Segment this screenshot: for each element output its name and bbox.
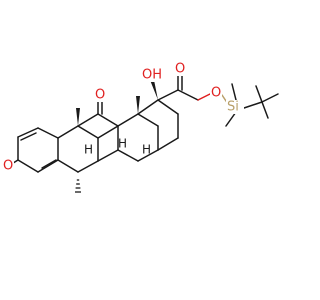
ring-d [117, 99, 179, 162]
label-bg [174, 62, 186, 76]
label-bg [94, 88, 106, 102]
bond [37, 127, 59, 139]
bond [157, 137, 179, 151]
ketone-oxygen-11: O [95, 88, 105, 103]
bond [37, 159, 59, 173]
bond [57, 125, 79, 139]
ring-b [57, 125, 99, 173]
bond [77, 160, 99, 173]
ketone-oxygen-3: O [3, 159, 13, 174]
stereo-h-8: H [118, 137, 127, 151]
bond [117, 149, 139, 162]
ring-a [17, 127, 59, 173]
bond [137, 113, 159, 127]
methyl-13-wedge [136, 96, 140, 114]
bond [157, 99, 179, 115]
bond [177, 89, 199, 101]
molecule-structure: O O O O OH Si H H H [2, 62, 279, 193]
bond [77, 125, 99, 139]
ring-c [77, 113, 119, 162]
bond-double [41, 159, 57, 169]
bond [261, 101, 269, 119]
label-bg [141, 68, 161, 82]
stereo-h-9: H [84, 143, 93, 157]
bond [225, 111, 237, 127]
bond-double [20, 132, 37, 141]
hydroxyl-label: OH [142, 68, 162, 83]
bond [97, 125, 119, 139]
label-bg [210, 86, 222, 100]
bond [17, 127, 39, 138]
bond [243, 101, 263, 109]
bond [77, 113, 99, 127]
bond [261, 93, 279, 103]
bond [97, 113, 119, 127]
label-bg [2, 158, 14, 172]
atom-labels: O O O O OH Si H H H [2, 62, 244, 174]
bond [157, 89, 179, 101]
silicon-label: Si [227, 100, 239, 115]
bond [57, 159, 79, 173]
bond [255, 85, 263, 103]
ether-oxygen: O [211, 86, 221, 101]
bond [231, 83, 237, 101]
bond [97, 149, 119, 162]
methyl-6-hash [75, 179, 81, 193]
bond-o [197, 93, 211, 101]
bond [117, 113, 139, 127]
bond [17, 159, 39, 173]
bond [137, 149, 159, 162]
stereo-h-14: H [142, 143, 151, 157]
ketone-oxygen-20: O [175, 62, 185, 77]
bond [137, 99, 159, 115]
methyl-10-wedge [76, 108, 80, 126]
label-bg [226, 100, 244, 114]
oh-wedge [150, 80, 158, 100]
